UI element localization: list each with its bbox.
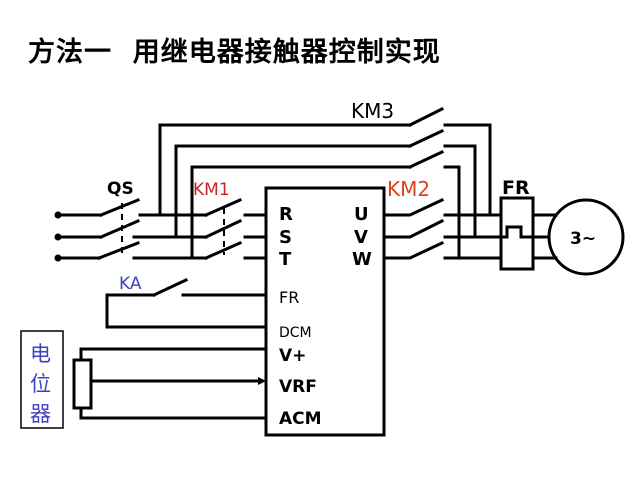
terminal-vplus: V+ bbox=[279, 346, 306, 366]
supply-terminals bbox=[54, 211, 103, 262]
motor-label: 3~ bbox=[570, 229, 596, 249]
terminal-r: R bbox=[279, 204, 293, 225]
terminal-s: S bbox=[279, 227, 292, 248]
terminal-vrf: VRF bbox=[279, 377, 317, 397]
qs-switch bbox=[97, 198, 208, 260]
potentiometer-label-1: 电 bbox=[30, 342, 51, 366]
terminal-dcm: DCM bbox=[279, 325, 312, 341]
terminal-w: W bbox=[352, 249, 372, 270]
potentiometer bbox=[20, 330, 268, 429]
qs-label: QS bbox=[107, 179, 134, 199]
terminal-t: T bbox=[279, 249, 292, 270]
potentiometer-label-3: 器 bbox=[30, 402, 51, 426]
terminal-acm: ACM bbox=[279, 409, 322, 429]
terminal-fr: FR bbox=[279, 288, 299, 307]
potentiometer-label-2: 位 bbox=[30, 372, 51, 396]
km2-label: KM2 bbox=[387, 177, 430, 201]
inverter-box bbox=[264, 186, 386, 437]
ka-label: KA bbox=[119, 274, 142, 294]
terminal-v: V bbox=[354, 227, 368, 248]
ka-switch bbox=[105, 278, 268, 329]
fr-thermal-relay bbox=[499, 196, 558, 271]
page-title: 方法一 用继电器接触器控制实现 bbox=[28, 37, 441, 68]
fr-relay-label: FR bbox=[502, 177, 530, 199]
km1-switch bbox=[204, 198, 268, 260]
km3-bypass bbox=[158, 106, 492, 260]
km1-label: KM1 bbox=[193, 180, 230, 200]
km2-switch bbox=[382, 198, 502, 260]
km3-label: KM3 bbox=[351, 99, 394, 123]
motor-symbol bbox=[547, 198, 625, 276]
terminal-u: U bbox=[354, 204, 369, 225]
